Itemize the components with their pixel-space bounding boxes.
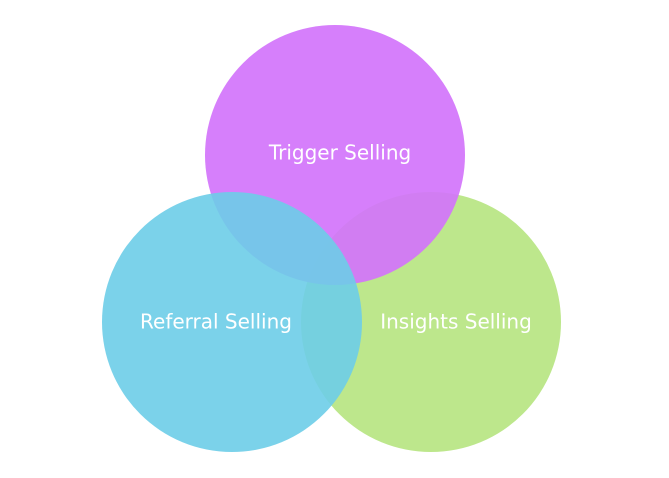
insights-selling-label: Insights Selling: [380, 310, 532, 334]
trigger-selling-label: Trigger Selling: [268, 141, 411, 165]
referral-selling-label: Referral Selling: [140, 310, 292, 334]
referral-selling-circle: [102, 192, 362, 452]
